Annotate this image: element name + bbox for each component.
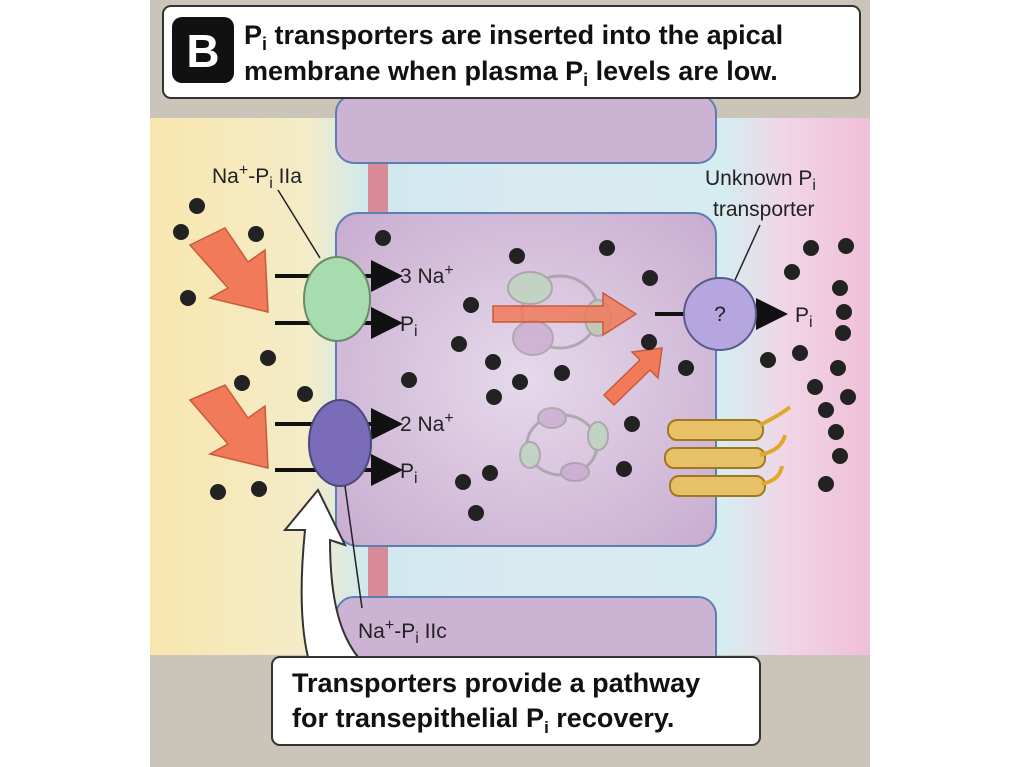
phosphate-dot xyxy=(375,230,391,246)
label-unknown-pi: Unknown Pi xyxy=(705,167,816,194)
phosphate-dot xyxy=(512,374,528,390)
panel-letter: B xyxy=(186,25,219,77)
vesicle-cluster-bottom xyxy=(519,407,609,482)
phosphate-dot xyxy=(641,334,657,350)
label-na-pi-iia: Na+-Pi IIa xyxy=(212,162,302,192)
phosphate-dot xyxy=(835,325,851,341)
phosphate-dot xyxy=(468,505,484,521)
header-box xyxy=(162,5,861,99)
label-2-na: 2 Na+ xyxy=(400,410,454,436)
phosphate-dot xyxy=(616,461,632,477)
phosphate-dot xyxy=(838,238,854,254)
phosphate-dot xyxy=(210,484,226,500)
phosphate-dot xyxy=(792,345,808,361)
phosphate-dot xyxy=(509,248,525,264)
panel-badge xyxy=(172,17,234,83)
intracellular-arrow xyxy=(492,291,638,337)
phosphate-dot xyxy=(482,465,498,481)
lumen-arrow-top xyxy=(188,227,269,313)
phosphate-dot xyxy=(803,240,819,256)
phosphate-dot xyxy=(840,389,856,405)
phosphate-dot xyxy=(554,365,570,381)
phosphate-dot xyxy=(828,424,844,440)
phosphate-dot xyxy=(234,375,250,391)
phosphate-dot xyxy=(624,416,640,432)
coiled-protein-icon xyxy=(664,405,792,497)
phosphate-dot xyxy=(401,372,417,388)
cell-top xyxy=(335,94,717,164)
label-pi-right: Pi xyxy=(795,304,813,331)
phosphate-dot xyxy=(678,360,694,376)
header-line-1: Pi transporters are inserted into the ap… xyxy=(244,20,783,54)
header-line-2: membrane when plasma Pi levels are low. xyxy=(244,56,778,90)
phosphate-dot xyxy=(248,226,264,242)
phosphate-dot xyxy=(189,198,205,214)
phosphate-dot xyxy=(599,240,615,256)
phosphate-dot xyxy=(642,270,658,286)
phosphate-dot xyxy=(485,354,501,370)
label-na-pi-iic: Na+-Pi IIc xyxy=(358,617,447,647)
phosphate-dot xyxy=(451,336,467,352)
phosphate-dot xyxy=(836,304,852,320)
footer-line-1: Transporters provide a pathway xyxy=(292,668,700,698)
footer-line-2: for transepithelial Pi recovery. xyxy=(292,703,674,737)
tight-junction-top xyxy=(368,160,388,220)
label-3-na: 3 Na+ xyxy=(400,262,454,288)
phosphate-dot xyxy=(807,379,823,395)
phosphate-dot xyxy=(784,264,800,280)
label-pi-bottom: Pi xyxy=(400,460,418,487)
phosphate-dot xyxy=(832,448,848,464)
phosphate-dot xyxy=(760,352,776,368)
phosphate-dot xyxy=(173,224,189,240)
phosphate-dots xyxy=(173,198,856,521)
phosphate-dot xyxy=(297,386,313,402)
phosphate-dot xyxy=(832,280,848,296)
label-pi-top: Pi xyxy=(400,313,418,340)
phosphate-dot xyxy=(260,350,276,366)
na-pi-iia-transporter xyxy=(303,256,371,342)
phosphate-dot xyxy=(251,481,267,497)
phosphate-dot xyxy=(818,402,834,418)
phosphate-dot xyxy=(180,290,196,306)
unknown-transporter xyxy=(683,277,757,351)
lumen-arrow-bottom xyxy=(188,384,269,469)
phosphate-dot xyxy=(455,474,471,490)
phosphate-dot xyxy=(486,389,502,405)
footer-box xyxy=(271,656,761,746)
tight-junction-bottom xyxy=(368,540,388,602)
upward-arrow xyxy=(602,347,663,407)
label-transporter: transporter xyxy=(713,198,815,221)
phosphate-dot xyxy=(463,297,479,313)
na-pi-iic-transporter xyxy=(308,399,372,487)
phosphate-dot xyxy=(830,360,846,376)
phosphate-dot xyxy=(818,476,834,492)
question-mark: ? xyxy=(714,303,726,326)
